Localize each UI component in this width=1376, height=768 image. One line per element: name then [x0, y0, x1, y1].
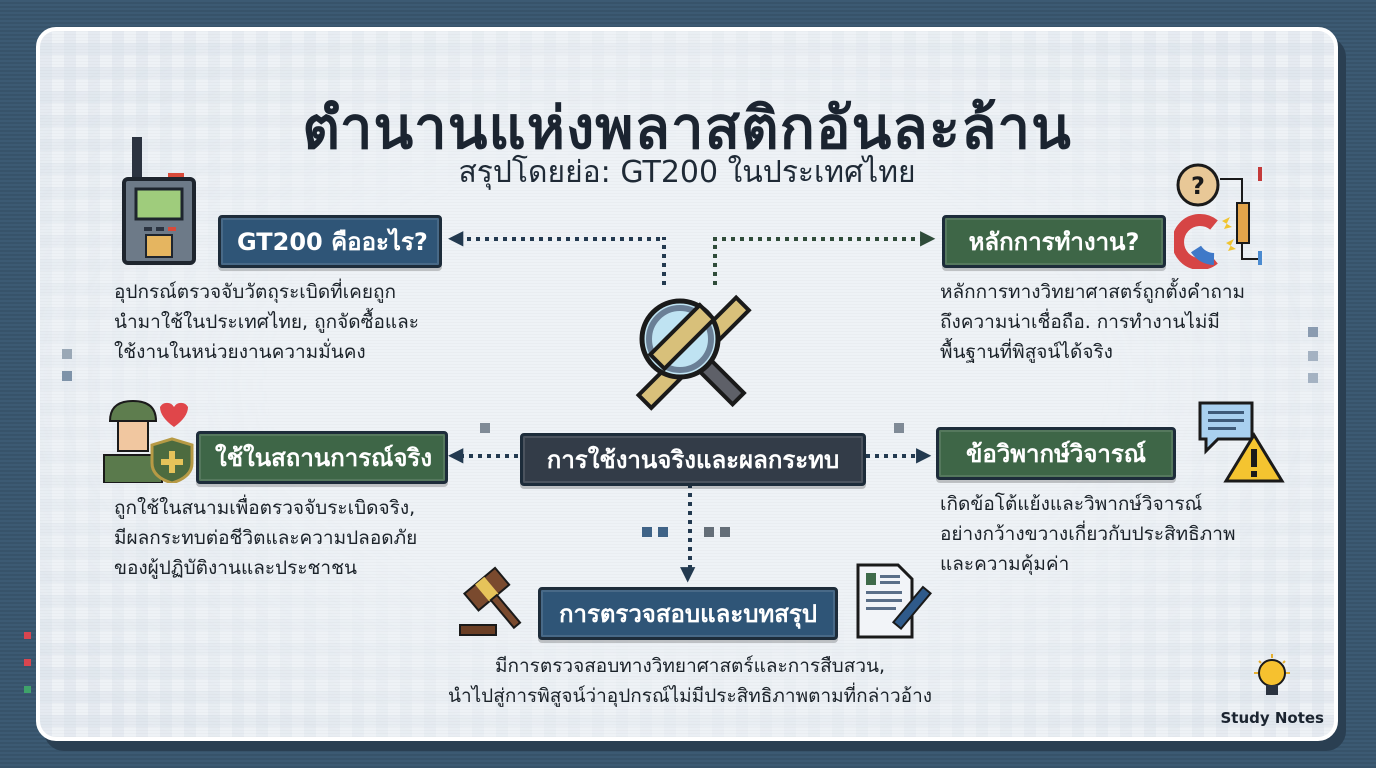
arrow-left-icon: ◀: [448, 442, 464, 466]
page-title: ตำนานแห่งพลาสติกอันละล้าน: [302, 94, 1072, 162]
what-is-label[interactable]: GT200 คืออะไร?: [218, 215, 442, 268]
decor-square: [480, 423, 490, 433]
real-use-description: ถูกใช้ในสนามเพื่อตรวจจับระเบิดจริง, มีผล…: [114, 497, 418, 579]
connector-line: [713, 237, 923, 241]
decor-square: [1308, 351, 1318, 361]
chat-warning-icon: [1198, 401, 1285, 483]
arrow-down-icon: ▼: [680, 561, 696, 585]
arrow-right-icon: ▶: [920, 225, 936, 249]
investigation-label[interactable]: การตรวจสอบและบทสรุป: [538, 587, 838, 640]
soldier-shield-icon: [103, 399, 194, 483]
svg-text:?: ?: [1191, 172, 1205, 200]
decor-square: [1308, 373, 1318, 383]
magnifier-and-stick-icon: [635, 294, 752, 411]
investigation-description: มีการตรวจสอบทางวิทยาศาสตร์และการสืบสวน, …: [447, 655, 933, 707]
what-is-description: อุปกรณ์ตรวจจับวัตถุระเบิดที่เคยถูก นำมาใ…: [114, 281, 420, 363]
real-use-label[interactable]: ใช้ในสถานการณ์จริง: [196, 431, 448, 484]
connector-line: [662, 237, 666, 285]
gavel-icon: [459, 566, 522, 636]
decor-square: [1308, 327, 1318, 337]
decor-square: [704, 527, 714, 537]
decor-square: [62, 371, 72, 381]
magnet-question-icon: ?: [1174, 163, 1262, 269]
center-label[interactable]: การใช้งานจริงและผลกระทบ: [520, 433, 866, 486]
how-it-works-description: หลักการทางวิทยาศาสตร์ถูกตั้งคำถาม ถึงควา…: [940, 281, 1246, 363]
decor-square: [62, 349, 72, 359]
study-notes-badge: Study Notes: [1220, 653, 1324, 727]
arrow-right-icon: ▶: [916, 442, 932, 466]
document-pen-icon: [856, 563, 932, 639]
connector-line: [458, 237, 664, 241]
connector-line: [713, 237, 717, 285]
study-notes-label: Study Notes: [1220, 709, 1324, 727]
arrow-left-icon: ◀: [448, 225, 464, 249]
how-it-works-label[interactable]: หลักการทำงาน?: [942, 215, 1166, 268]
connector-line: [688, 481, 692, 569]
criticism-description: เกิดข้อโต้แย้งและวิพากษ์วิจารณ์ อย่างกว้…: [940, 493, 1236, 575]
lightbulb-icon: [1254, 654, 1291, 695]
decor-square: [658, 527, 668, 537]
side-decoration: [24, 632, 32, 713]
decor-square: [642, 527, 652, 537]
page-subtitle: สรุปโดยย่อ: GT200 ในประเทศไทย: [458, 155, 916, 190]
handheld-detector-icon: [122, 137, 196, 265]
connector-line: [866, 454, 922, 458]
decor-square: [720, 527, 730, 537]
criticism-label[interactable]: ข้อวิพากษ์วิจารณ์: [936, 427, 1176, 480]
decor-square: [894, 423, 904, 433]
infographic-card: ตำนานแห่งพลาสติกอันละล้าน สรุปโดยย่อ: GT…: [36, 27, 1338, 741]
connector-line: [460, 454, 520, 458]
